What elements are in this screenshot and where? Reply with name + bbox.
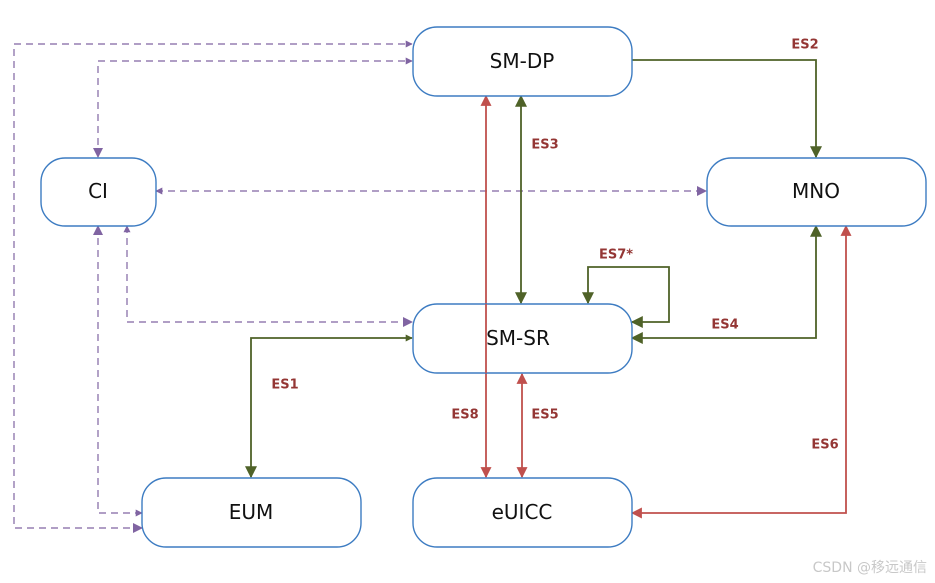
node-label-smsr: SM-SR: [486, 326, 550, 350]
node-mno[interactable]: MNO: [706, 157, 927, 227]
node-ci[interactable]: CI: [40, 157, 157, 227]
link-ci-smsr: [123, 225, 413, 327]
certificate-links: [13, 40, 707, 533]
link-ci-eum: [93, 225, 143, 517]
label-es5: ES5: [531, 408, 558, 423]
node-label-smdp: SM-DP: [490, 49, 555, 73]
link-es1: [245, 334, 413, 479]
label-es6: ES6: [811, 438, 838, 453]
red-interfaces: [480, 94, 852, 519]
label-es8: ES8: [451, 408, 478, 423]
link-eum-smdp-outer: [13, 40, 413, 533]
green-interfaces: [245, 59, 822, 479]
link-es7-loop: [582, 266, 670, 328]
label-es3: ES3: [531, 138, 558, 153]
link-es2: [632, 59, 822, 159]
label-es2: ES2: [791, 38, 818, 53]
link-ci-smdp: [93, 57, 413, 158]
node-label-euicc: eUICC: [492, 500, 553, 524]
link-es4: [630, 224, 822, 344]
node-smdp[interactable]: SM-DP: [412, 26, 633, 97]
node-label-ci: CI: [88, 179, 108, 203]
node-label-mno: MNO: [792, 179, 840, 203]
node-euicc[interactable]: eUICC: [412, 477, 633, 548]
watermark: CSDN @移远通信: [812, 560, 927, 576]
label-es7: ES7*: [599, 248, 633, 263]
label-es4: ES4: [711, 318, 738, 333]
node-smsr[interactable]: SM-SR: [412, 303, 633, 374]
label-es1: ES1: [271, 378, 298, 393]
node-label-eum: EUM: [229, 500, 274, 524]
node-eum[interactable]: EUM: [141, 477, 362, 548]
link-es6: [630, 224, 852, 519]
